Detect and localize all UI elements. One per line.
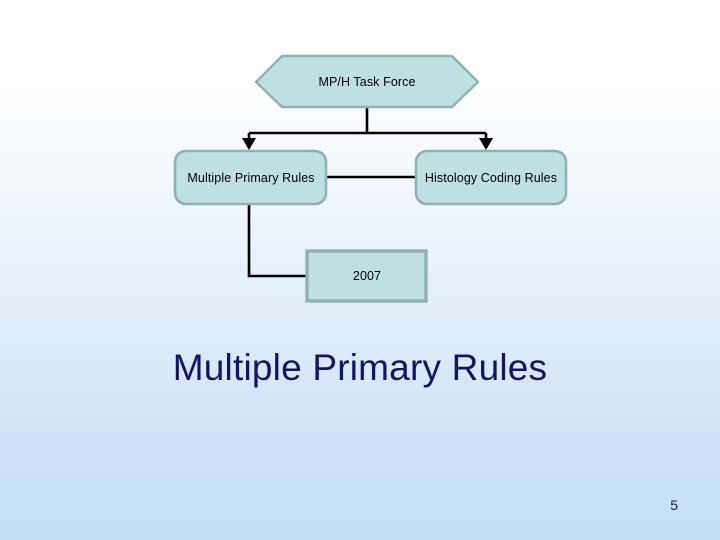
connector-multiple-primary-to-year-2007 [247, 205, 306, 278]
page-number: 5 [670, 497, 678, 513]
arrowhead-to-multiple-primary [242, 138, 256, 150]
arrowhead-to-histology-coding [479, 138, 493, 150]
node-task-force-shape [254, 54, 480, 109]
node-year-2007-shape [305, 249, 428, 303]
arrowhead-layer [242, 138, 493, 150]
slide-title: Multiple Primary Rules [172, 347, 548, 388]
node-multiple-primary-shape [173, 149, 328, 206]
connector-layer [247, 108, 488, 278]
node-histology-coding-shape [414, 149, 568, 206]
shape-layer [173, 54, 568, 303]
